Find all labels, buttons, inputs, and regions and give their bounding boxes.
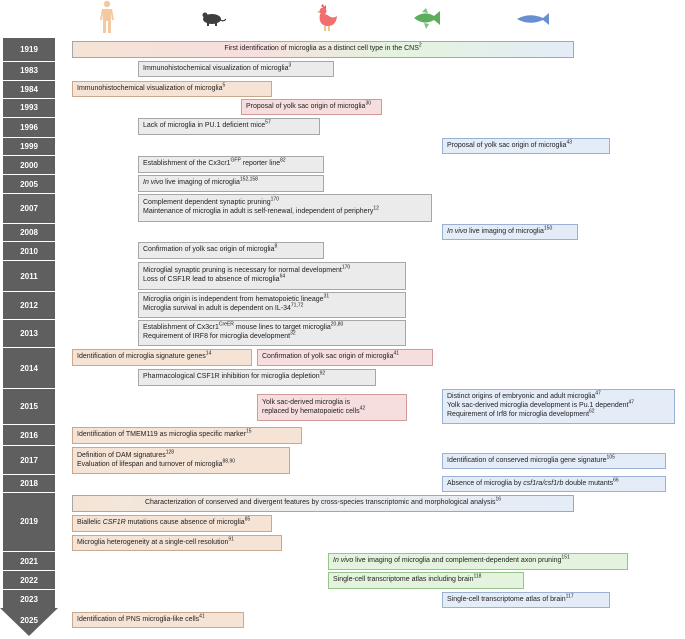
event-1983: Immunohistochemical visualization of mic… <box>138 61 334 77</box>
chicken-icon <box>314 4 338 37</box>
event-2023: Single-cell transcriptome atlas of brain… <box>442 592 610 608</box>
year-label: 2007 <box>20 203 38 213</box>
event-2025: Identification of PNS microglia-like cel… <box>72 612 244 628</box>
event-2012: Microglia origin is independent from hem… <box>138 292 406 318</box>
event-2000: Establishment of the Cx3cr1GFP reporter … <box>138 156 324 173</box>
year-label: 2018 <box>20 479 38 488</box>
year-label: 2000 <box>20 160 38 170</box>
year-label: 2023 <box>20 594 38 604</box>
year-label: 2010 <box>20 246 38 256</box>
event-1996: Lack of microglia in PU.1 deficient mice… <box>138 118 320 135</box>
event-2010: Confirmation of yolk sac origin of micro… <box>138 242 324 259</box>
year-label: 2011 <box>20 271 38 281</box>
event-1999: Proposal of yolk sac origin of microglia… <box>442 138 610 154</box>
event-1919: First identification of microglia as a d… <box>72 41 574 58</box>
year-label: 1996 <box>20 122 38 132</box>
year-label: 1983 <box>20 66 38 75</box>
year-label: 2022 <box>20 575 38 585</box>
event-2015-fish: Distinct origins of embryonic and adult … <box>442 389 675 424</box>
year-label: 1984 <box>20 85 38 94</box>
zebrafish-icon <box>412 8 442 35</box>
event-2019-csf1r: Biallelic CSF1R mutations cause absence … <box>72 515 272 532</box>
timeline-bar <box>3 38 55 608</box>
event-2011: Microglial synaptic pruning is necessary… <box>138 262 406 290</box>
event-2017-fish: Identification of conserved microglia ge… <box>442 453 666 469</box>
year-label: 2017 <box>20 455 38 465</box>
year-label: 2021 <box>20 556 38 566</box>
year-label: 1919 <box>20 44 38 54</box>
event-2014-mouse: Pharmacological CSF1R inhibition for mic… <box>138 369 376 386</box>
year-label: 2008 <box>20 228 38 237</box>
year-label: 2025 <box>20 615 38 625</box>
event-2014-human: Identification of microglia signature ge… <box>72 349 252 366</box>
event-2017-human: Definition of DAM signatures128 Evaluati… <box>72 447 290 474</box>
event-2008: In vivo live imaging of microglia150 <box>442 224 578 240</box>
timeline-arrow <box>0 608 58 636</box>
year-label: 1993 <box>20 103 38 112</box>
year-label: 1999 <box>20 141 38 151</box>
event-2019-cross-species: Characterization of conserved and diverg… <box>72 495 574 512</box>
event-2018: Absence of microglia by csf1ra/csf1rb do… <box>442 476 666 492</box>
year-label: 2012 <box>20 301 38 310</box>
year-label: 2014 <box>20 363 38 373</box>
event-2013: Establishment of Cx3cr1CreER mouse lines… <box>138 320 406 346</box>
year-label: 2019 <box>20 517 38 526</box>
year-label: 2016 <box>20 430 38 440</box>
fish-icon <box>516 12 550 30</box>
mouse-icon <box>200 10 227 31</box>
event-2005: In vivo live imaging of microglia152,158 <box>138 175 324 192</box>
event-2019-heterogeneity: Microglia heterogeneity at a single-cell… <box>72 535 282 551</box>
event-2022: Single-cell transcriptome atlas includin… <box>328 572 524 589</box>
event-2014-chick: Confirmation of yolk sac origin of micro… <box>257 349 433 366</box>
year-label: 2005 <box>20 179 38 189</box>
event-1993: Proposal of yolk sac origin of microglia… <box>241 99 382 115</box>
event-1984: Immunohistochemical visualization of mic… <box>72 81 272 97</box>
event-2016: Identification of TMEM119 as microglia s… <box>72 427 302 444</box>
event-2015-chick: Yolk sac-derived microglia is replaced b… <box>257 394 407 421</box>
event-2021: In vivo live imaging of microglia and co… <box>328 553 628 570</box>
human-icon <box>98 0 116 39</box>
event-2007: Complement dependent synaptic pruning170… <box>138 194 432 222</box>
year-label: 2013 <box>20 329 38 338</box>
year-label: 2015 <box>20 402 38 411</box>
